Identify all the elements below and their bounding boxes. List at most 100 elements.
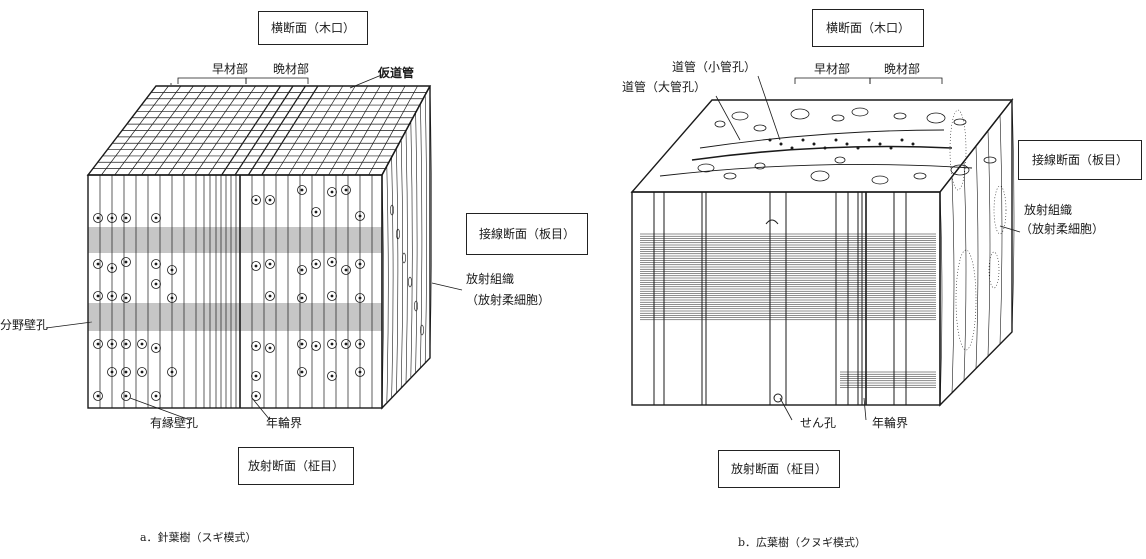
bordered-pit-aperture <box>96 216 100 220</box>
bordered-pit <box>327 339 337 349</box>
tracheid-column-line <box>167 85 232 176</box>
tangential-fiber-line <box>429 85 432 359</box>
bordered-pit <box>121 213 131 223</box>
bordered-pit <box>167 293 177 303</box>
bordered-pit <box>151 213 161 223</box>
vessel-pore <box>723 172 737 180</box>
bordered-pit <box>107 263 117 273</box>
tracheid-column-line <box>87 85 157 176</box>
a-cross-section-box: 横断面（木口） <box>258 11 368 45</box>
bordered-pit-aperture <box>124 260 128 264</box>
vessel-pore <box>926 112 946 124</box>
a-earlywood-label: 早材部 <box>212 62 249 76</box>
vessel-pore <box>953 118 967 126</box>
small-pore <box>768 138 772 142</box>
tracheid-column-line <box>314 85 369 176</box>
vessel-pore <box>983 156 997 164</box>
bordered-pit <box>297 185 307 195</box>
vessel-pore <box>810 170 830 182</box>
bordered-pit-aperture <box>268 294 272 298</box>
bordered-pit <box>93 339 103 349</box>
a-bordered-pit-label: 有縁壁孔 <box>150 416 199 430</box>
bordered-pit-aperture <box>358 214 362 218</box>
bordered-pit <box>251 391 261 401</box>
tracheid-column-line <box>274 85 331 176</box>
bordered-pit-aperture <box>268 262 272 266</box>
bordered-pit <box>93 391 103 401</box>
tracheid-column-line <box>288 85 344 176</box>
bordered-pit <box>311 259 321 269</box>
bordered-pit-aperture <box>96 294 100 298</box>
bordered-pit <box>151 343 161 353</box>
tracheid-column-line <box>127 85 194 176</box>
bordered-pit-aperture <box>154 282 158 286</box>
hardwood-top-face <box>630 99 1014 193</box>
bordered-pit-aperture <box>110 266 114 270</box>
small-pore <box>911 142 915 146</box>
vessel-pore <box>697 163 715 173</box>
bordered-pit <box>251 195 261 205</box>
bordered-pit <box>137 367 147 377</box>
bordered-pit-aperture <box>314 210 318 214</box>
tracheid-column-line <box>101 85 169 176</box>
ray-spindle <box>955 249 977 351</box>
small-pore <box>834 138 838 142</box>
bordered-pit <box>355 367 365 377</box>
bordered-pit <box>151 279 161 289</box>
ray-spindle <box>414 300 418 312</box>
tangential-fiber-line <box>999 115 1003 345</box>
a-ray-tissue-label: 放射組織 <box>466 272 515 286</box>
bordered-pit-aperture <box>110 342 114 346</box>
ray-spindle <box>402 252 406 264</box>
bordered-pit <box>341 185 351 195</box>
bordered-pit <box>107 291 117 301</box>
b-radial-box: 放射断面（柾目） <box>718 450 840 488</box>
hardwood-block <box>630 97 1015 407</box>
b-vessel-large-label: 道管（大管孔） <box>622 80 707 94</box>
tangential-fiber-line <box>410 121 413 379</box>
b-caption: b．広葉樹（クヌギ模式） <box>738 536 867 549</box>
bordered-pit-aperture <box>154 262 158 266</box>
tracheid-column-line <box>234 85 294 176</box>
bordered-pit <box>107 339 117 349</box>
ray-spindle <box>949 109 967 191</box>
tracheid-column-line <box>301 85 356 176</box>
bordered-pit-aperture <box>110 216 114 220</box>
small-pore <box>801 138 805 142</box>
bordered-pit <box>93 291 103 301</box>
bordered-pit-aperture <box>314 344 318 348</box>
tangential-fiber-line <box>391 157 394 399</box>
bordered-pit-aperture <box>154 346 158 350</box>
ring-boundary-curve <box>699 129 945 149</box>
tracheid-column-line <box>154 85 219 176</box>
small-pore <box>878 142 882 146</box>
bordered-pit <box>121 339 131 349</box>
ray-spindle <box>988 251 1000 289</box>
bordered-pit <box>107 367 117 377</box>
bordered-pit-aperture <box>300 268 304 272</box>
vessel-pore <box>871 175 889 185</box>
b-ray-tissue-label: 放射組織 <box>1024 203 1073 217</box>
bordered-pit <box>297 339 307 349</box>
bordered-pit <box>107 213 117 223</box>
bordered-pit <box>355 339 365 349</box>
tangential-fiber-line <box>424 94 427 364</box>
bordered-pit-aperture <box>358 296 362 300</box>
tangential-fiber-line <box>396 148 399 394</box>
small-pore <box>812 142 816 146</box>
small-pore <box>856 146 860 150</box>
bordered-pit <box>251 371 261 381</box>
a-latewood-label: 晩材部 <box>273 62 310 76</box>
tracheid-column-line <box>207 85 269 176</box>
bordered-pit-aperture <box>358 370 362 374</box>
bordered-pit-aperture <box>110 294 114 298</box>
bordered-pit-aperture <box>268 198 272 202</box>
bordered-pit-aperture <box>254 394 258 398</box>
bordered-pit <box>167 367 177 377</box>
vessel-end <box>765 219 779 225</box>
bordered-pit-aperture <box>300 342 304 346</box>
ray-spindle <box>390 204 394 216</box>
bordered-pit <box>341 265 351 275</box>
a-ring-boundary-label: 年輪界 <box>266 416 303 430</box>
tangential-fiber-line <box>415 112 418 374</box>
